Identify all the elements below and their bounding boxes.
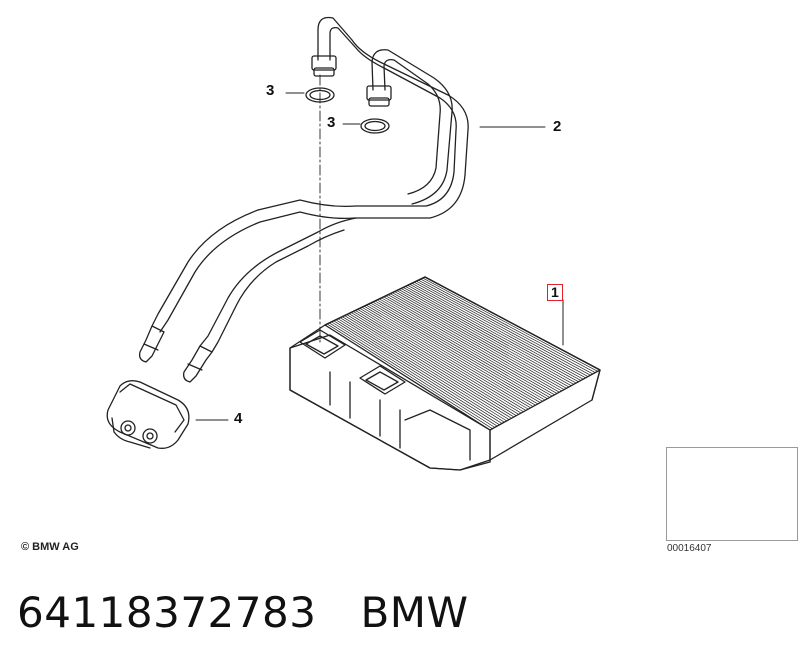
heater-core-fin [359,307,529,410]
heater-core-fin [402,287,577,384]
heater-core-fin [383,296,555,396]
heater-core-fin [381,297,553,397]
heater-core-fin [337,318,505,423]
heater-core-fin [422,277,598,372]
heater-core-fin [413,281,589,377]
callout-3-upper[interactable]: 3 [266,82,275,99]
heater-core-fin [370,302,541,403]
heater-core-fin [331,321,498,427]
copyright-notice: © BMW AG [21,541,79,553]
heater-core-fin [350,312,520,415]
heater-core-fin [363,305,534,407]
heater-core-fin [378,298,551,398]
heater-core-fin [405,286,579,383]
heater-core-fin [374,300,546,401]
heater-core-fin [368,303,539,405]
callout-1[interactable]: 1 [547,284,563,301]
heater-core-fin [361,306,532,409]
callout-3-lower[interactable]: 3 [327,114,336,131]
heater-core-fin [420,278,596,373]
heater-core-fin [389,293,563,392]
heater-core-fin [348,313,517,417]
heater-core-fin [344,315,512,419]
heater-core-fin [328,322,496,428]
heater-core-fin [411,282,587,379]
heater-core-fin [394,291,567,389]
heater-core-fin [346,314,515,418]
heater-core-fin [357,308,527,411]
heater-core-fin [385,295,558,394]
heater-core-fin [400,288,575,385]
heater-core [289,276,601,471]
heater-core-fin [333,320,500,426]
heater-core-fin [335,319,503,424]
heater-core-fin [365,304,536,406]
brand-name: BMW [360,588,469,637]
heater-core-fin [372,301,543,402]
heater-core-fin [355,310,524,413]
heater-core-fin [376,299,548,400]
heater-core-fin [352,311,522,414]
hose-assembly [138,16,469,383]
heater-core-fin [339,317,508,422]
part-caption: 64118372783 BMW [17,588,469,637]
heater-core-fin [392,292,565,390]
heater-core-fin [387,294,560,393]
seal-flange [106,380,190,449]
heater-core-fin [407,284,582,381]
heater-core-fin [415,280,591,376]
heater-core-fin [409,283,584,380]
o-ring-upper [305,87,335,103]
heater-core-fin [396,290,570,388]
callout-2[interactable]: 2 [553,118,562,135]
vehicle-location-inset [666,447,798,541]
o-ring-lower [360,118,390,134]
heater-core-fin [398,289,572,387]
heater-core-fin [418,279,594,375]
part-number: 64118372783 [17,588,317,637]
figure-number: 00016407 [667,543,712,554]
callout-4[interactable]: 4 [234,410,243,427]
heater-core-fin [326,323,493,430]
heater-core-fin [342,316,510,420]
